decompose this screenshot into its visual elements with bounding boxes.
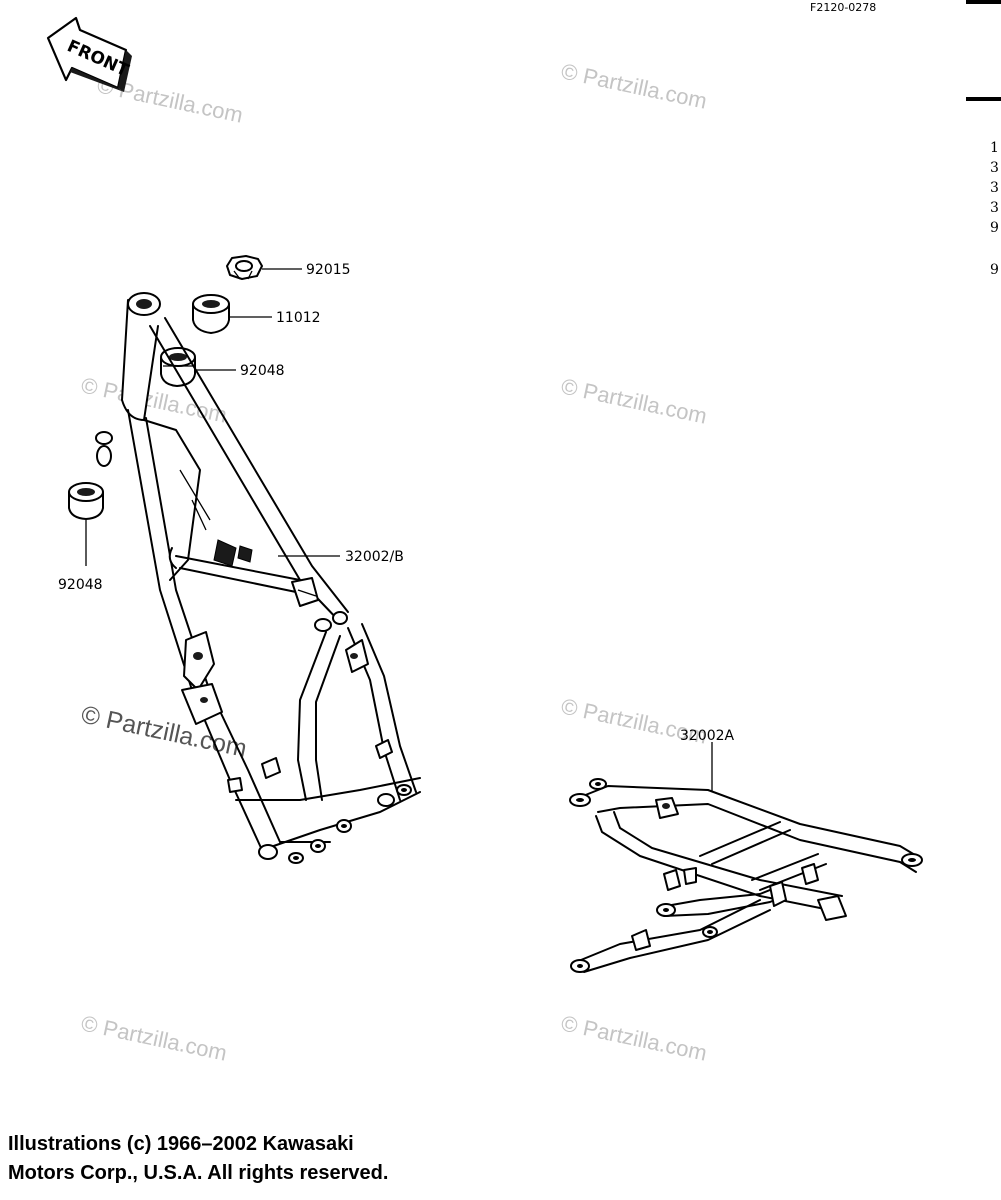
watermark: © Partzilla.com [559, 373, 709, 428]
watermark: © Partzilla.com [79, 700, 250, 762]
front-arrow-icon: FRONT [46, 16, 132, 92]
part-number-32002b: 32002/B [345, 549, 404, 565]
edge-bar-middle [966, 97, 1001, 101]
part-number-32002a: 32002A [680, 728, 735, 744]
figure-code: F2120-0278 [810, 1, 876, 14]
rear-frame-32002a [569, 778, 923, 973]
edge-number-3: 3 [990, 180, 999, 196]
copyright-line-1: Illustrations (c) 1966–2002 Kawasaki [8, 1133, 354, 1155]
part-number-92048-top: 92048 [240, 363, 285, 379]
part-number-92048-left: 92048 [58, 577, 103, 593]
part-92048-left-bearing [68, 482, 104, 520]
copyright-line-2: Motors Corp., U.S.A. All rights reserved… [8, 1162, 389, 1184]
part-11012-spacer [192, 294, 230, 334]
watermark: © Partzilla.com [559, 58, 709, 113]
watermark: © Partzilla.com [79, 1010, 229, 1065]
edge-number-1: 1 [990, 140, 999, 156]
edge-number-5: 9 [990, 220, 999, 236]
watermark: © Partzilla.com [559, 1010, 709, 1065]
part-number-92015: 92015 [306, 262, 351, 278]
edge-number-4: 3 [990, 200, 999, 216]
watermark: © Partzilla.com [79, 372, 229, 427]
edge-bar-top [966, 0, 1001, 4]
part-number-11012: 11012 [276, 310, 321, 326]
main-frame-32002b [95, 292, 421, 864]
edge-number-2: 3 [990, 160, 999, 176]
edge-number-6: 9 [990, 262, 999, 278]
part-92015-nut [226, 255, 263, 280]
